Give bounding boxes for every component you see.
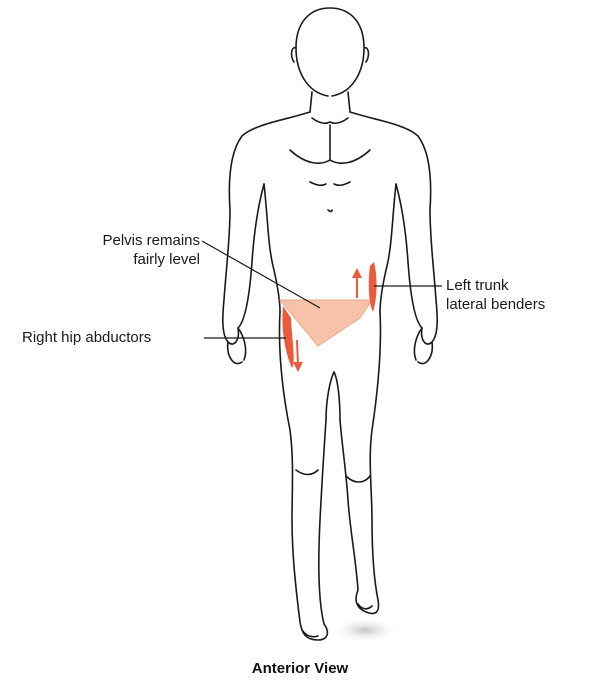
hip-label-text: Right hip abductors bbox=[22, 328, 151, 347]
left-hand bbox=[414, 328, 432, 364]
figure-caption: Anterior View bbox=[0, 660, 600, 677]
pelvis-label-line1: Pelvis remains bbox=[40, 231, 200, 250]
right-hand bbox=[228, 328, 246, 364]
trunk-arrow-up bbox=[352, 268, 362, 298]
left-trunk-bender-muscle bbox=[369, 262, 377, 312]
pelvis-label: Pelvis remains fairly level bbox=[40, 231, 200, 269]
trunk-label: Left trunk lateral benders bbox=[446, 276, 545, 314]
head-outline bbox=[296, 8, 364, 96]
trunk-label-line2: lateral benders bbox=[446, 295, 545, 314]
torso-right-side bbox=[264, 184, 280, 312]
right-knee bbox=[296, 470, 318, 475]
clavicles bbox=[312, 118, 348, 123]
foot-shadow bbox=[331, 617, 399, 643]
left-knee bbox=[346, 476, 370, 482]
torso-left-side bbox=[380, 184, 396, 312]
abdomen-lines bbox=[310, 182, 350, 185]
leader-pelvis bbox=[202, 241, 320, 308]
hip-label: Right hip abductors bbox=[22, 328, 151, 347]
trunk-label-line1: Left trunk bbox=[446, 276, 545, 295]
hip-arrow-down bbox=[293, 340, 303, 372]
navel bbox=[328, 210, 332, 212]
pelvis-plane bbox=[280, 300, 372, 346]
neck-outline bbox=[310, 92, 350, 112]
crotch bbox=[326, 372, 340, 420]
pelvis-label-line2: fairly level bbox=[40, 250, 200, 269]
left-leg-outline bbox=[340, 312, 381, 614]
right-leg-outline bbox=[279, 312, 327, 640]
